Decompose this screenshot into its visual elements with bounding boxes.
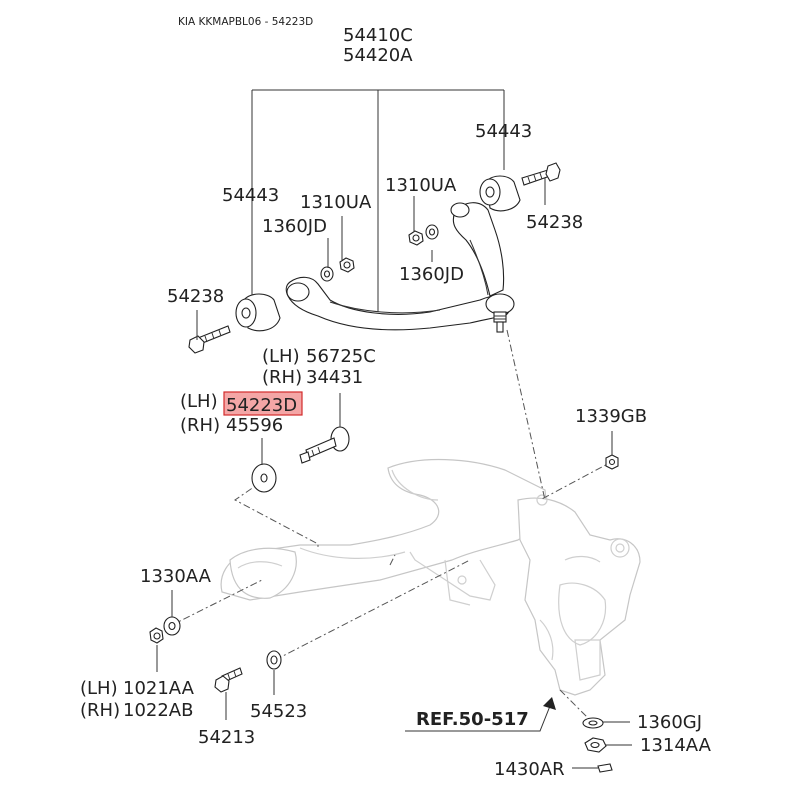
washer-1360GJ: [582, 717, 604, 729]
cam-plate-54223D: [251, 463, 277, 493]
label-ref-50-517: REF.50-517: [416, 709, 529, 730]
label-lh-1: (LH): [262, 346, 300, 367]
label-54223D: 54223D: [226, 395, 297, 416]
label-1360GJ: 1360GJ: [637, 712, 702, 733]
diagram-header: KIA KKMAPBL06 - 54223D: [178, 16, 313, 28]
label-rh-1: (RH): [262, 367, 302, 388]
label-45596: 45596: [226, 415, 283, 436]
label-54410C: 54410C: [343, 25, 413, 46]
lower-arm-ghost: [220, 458, 549, 606]
highlight-54223D: [223, 391, 303, 416]
label-34431: 34431: [306, 367, 363, 388]
label-54443-left: 54443: [222, 185, 279, 206]
label-1360JD-left: 1360JD: [262, 216, 327, 237]
nut-1310UA-left: [339, 257, 355, 273]
label-54523: 54523: [250, 701, 307, 722]
label-1021AA: 1021AA: [123, 678, 195, 699]
nut-1021AA: [149, 627, 164, 644]
bushing-left: [235, 293, 281, 332]
label-54443-right: 54443: [475, 121, 532, 142]
washer-1360JD-left: [320, 266, 334, 282]
bolt-54213: [214, 667, 243, 693]
label-rh-2: (RH): [180, 415, 220, 436]
label-54420A: 54420A: [343, 45, 413, 66]
label-1360JD-right: 1360JD: [399, 264, 464, 285]
ref-arrow-icon: [543, 697, 556, 710]
label-1339GB: 1339GB: [575, 406, 647, 427]
label-54213: 54213: [198, 727, 255, 748]
label-54238-right: 54238: [526, 212, 583, 233]
label-1022AB: 1022AB: [123, 700, 193, 721]
label-1330AA: 1330AA: [140, 566, 212, 587]
label-1310UA-right: 1310UA: [385, 175, 457, 196]
washer-54523: [266, 650, 282, 670]
label-lh-3: (LH): [80, 678, 118, 699]
label-lh-2: (LH): [180, 391, 218, 412]
upper-control-arm: [285, 202, 515, 333]
bolt-right-54238: [521, 162, 561, 186]
nut-1339GB: [605, 454, 619, 470]
label-54238-left: 54238: [167, 286, 224, 307]
label-rh-3: (RH): [80, 700, 120, 721]
knuckle-ghost: [517, 494, 641, 696]
pin-1430AR: [597, 763, 613, 773]
nut-1314AA: [584, 737, 607, 753]
label-1430AR: 1430AR: [494, 759, 565, 780]
washer-1330AA: [163, 616, 181, 636]
washer-1360JD-right: [425, 224, 439, 240]
label-56725C: 56725C: [306, 346, 376, 367]
label-1310UA-left: 1310UA: [300, 192, 372, 213]
bolt-left-54238: [188, 325, 231, 354]
nut-1310UA-right: [408, 230, 424, 246]
cam-bolt-56725C: [299, 426, 350, 464]
label-1314AA: 1314AA: [640, 735, 712, 756]
bushing-right: [479, 175, 521, 212]
